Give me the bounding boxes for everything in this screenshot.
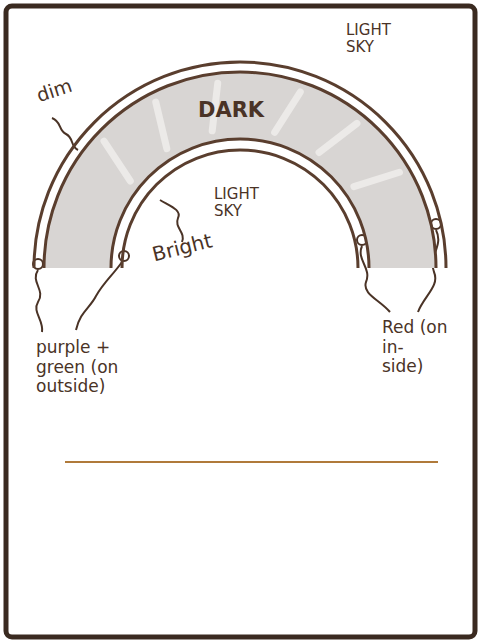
dark-band: DARK — [30, 58, 450, 273]
color-note: purple + green (on outside) — [36, 338, 154, 397]
leader-line — [36, 270, 43, 332]
sky-label: LIGHT SKY — [346, 22, 406, 57]
rainbow-arc — [122, 150, 358, 268]
leader-line — [76, 262, 122, 330]
rainbow-arcs — [30, 58, 450, 273]
bright-label: Bright — [150, 225, 233, 267]
dark-band-fill — [44, 72, 436, 268]
shade-streak — [275, 92, 301, 132]
dim-label: dim — [34, 71, 88, 107]
shade-streak — [354, 172, 400, 186]
rainbow-arc — [44, 72, 436, 268]
rainbow-arc — [34, 62, 446, 268]
sky-label: LIGHT SKY — [214, 186, 276, 221]
band-label: DARK — [198, 98, 264, 122]
color-note: Red (on in- side) — [382, 318, 448, 377]
shade-streak — [156, 102, 167, 148]
rainbow-arc — [111, 139, 369, 268]
shade-streak — [319, 123, 357, 152]
shade-streak — [104, 141, 130, 181]
horizon-line — [65, 461, 438, 463]
frame — [6, 6, 475, 637]
